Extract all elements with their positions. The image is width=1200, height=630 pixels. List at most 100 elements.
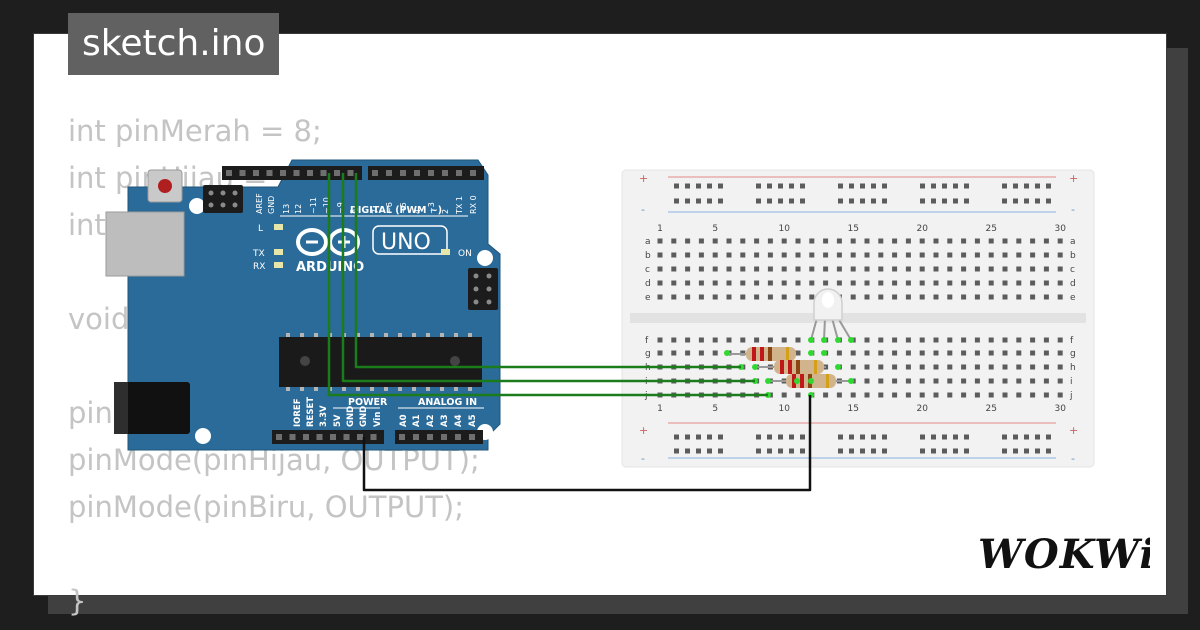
breadboard-hole[interactable]: [1057, 252, 1063, 258]
breadboard-hole[interactable]: [1043, 266, 1049, 272]
breadboard-hole[interactable]: [947, 364, 953, 370]
breadboard-hole[interactable]: [685, 266, 691, 272]
rail-hole[interactable]: [860, 434, 865, 440]
breadboard-hole[interactable]: [919, 392, 925, 398]
rail-hole[interactable]: [707, 183, 712, 189]
header-pin[interactable]: [293, 170, 300, 176]
breadboard-hole[interactable]: [836, 252, 842, 258]
breadboard-hole[interactable]: [795, 280, 801, 286]
breadboard-hole[interactable]: [671, 294, 677, 300]
header-pin[interactable]: [303, 434, 309, 440]
breadboard-hole[interactable]: [1030, 294, 1036, 300]
breadboard-hole[interactable]: [974, 364, 980, 370]
breadboard-hole[interactable]: [836, 392, 842, 398]
rail-hole[interactable]: [920, 434, 925, 440]
rail-hole[interactable]: [674, 198, 679, 204]
breadboard-hole[interactable]: [905, 252, 911, 258]
breadboard-hole[interactable]: [1043, 280, 1049, 286]
header-pin[interactable]: [320, 170, 327, 176]
breadboard-hole[interactable]: [974, 378, 980, 384]
header-pin[interactable]: [470, 170, 476, 176]
breadboard-hole[interactable]: [933, 252, 939, 258]
breadboard-hole[interactable]: [988, 392, 994, 398]
header-pin[interactable]: [427, 434, 433, 440]
rail-hole[interactable]: [849, 434, 854, 440]
breadboard-hole[interactable]: [919, 280, 925, 286]
rail-hole[interactable]: [1024, 434, 1029, 440]
breadboard-hole[interactable]: [1016, 294, 1022, 300]
header-pin[interactable]: [456, 170, 462, 176]
rail-hole[interactable]: [920, 448, 925, 454]
breadboard-hole[interactable]: [905, 378, 911, 384]
header-pin[interactable]: [441, 434, 447, 440]
breadboard-hole[interactable]: [698, 266, 704, 272]
breadboard-hole[interactable]: [947, 238, 953, 244]
rail-hole[interactable]: [1024, 198, 1029, 204]
breadboard-hole[interactable]: [850, 252, 856, 258]
rail-hole[interactable]: [685, 198, 690, 204]
rail-hole[interactable]: [718, 183, 723, 189]
breadboard-hole[interactable]: [726, 280, 732, 286]
breadboard-hole[interactable]: [685, 350, 691, 356]
breadboard-hole[interactable]: [726, 252, 732, 258]
breadboard-hole[interactable]: [988, 238, 994, 244]
breadboard-hole[interactable]: [1043, 350, 1049, 356]
breadboard-hole[interactable]: [698, 350, 704, 356]
breadboard-hole[interactable]: [1043, 252, 1049, 258]
header-pin[interactable]: [289, 434, 296, 440]
rail-hole[interactable]: [800, 448, 805, 454]
breadboard-hole[interactable]: [1057, 378, 1063, 384]
breadboard-hole[interactable]: [823, 238, 829, 244]
breadboard-hole[interactable]: [961, 266, 967, 272]
breadboard-hole[interactable]: [781, 238, 787, 244]
breadboard-hole[interactable]: [740, 266, 746, 272]
breadboard-hole[interactable]: [947, 252, 953, 258]
breadboard-hole[interactable]: [1057, 350, 1063, 356]
breadboard-hole[interactable]: [974, 294, 980, 300]
breadboard-hole[interactable]: [864, 392, 870, 398]
rail-hole[interactable]: [696, 183, 701, 189]
breadboard-hole[interactable]: [1057, 392, 1063, 398]
breadboard-hole[interactable]: [864, 364, 870, 370]
breadboard-hole[interactable]: [836, 350, 842, 356]
rail-hole[interactable]: [1024, 448, 1029, 454]
rail-hole[interactable]: [964, 183, 969, 189]
rail-hole[interactable]: [696, 434, 701, 440]
breadboard-hole[interactable]: [850, 266, 856, 272]
breadboard-hole[interactable]: [1016, 266, 1022, 272]
breadboard-hole[interactable]: [685, 238, 691, 244]
breadboard-hole[interactable]: [781, 266, 787, 272]
breadboard-hole[interactable]: [767, 280, 773, 286]
header-pin[interactable]: [428, 170, 434, 176]
breadboard-hole[interactable]: [781, 337, 787, 343]
breadboard-hole[interactable]: [850, 294, 856, 300]
wire-pin8[interactable]: [354, 173, 741, 369]
resistor-red[interactable]: [725, 347, 796, 361]
breadboard-hole[interactable]: [795, 350, 801, 356]
breadboard-hole[interactable]: [809, 294, 815, 300]
breadboard-hole[interactable]: [905, 266, 911, 272]
breadboard-hole[interactable]: [988, 364, 994, 370]
breadboard-hole[interactable]: [933, 266, 939, 272]
rail-hole[interactable]: [920, 198, 925, 204]
breadboard-hole[interactable]: [961, 294, 967, 300]
header-pin[interactable]: [386, 170, 392, 176]
header-pin[interactable]: [253, 170, 259, 176]
breadboard-hole[interactable]: [1016, 238, 1022, 244]
rail-hole[interactable]: [767, 198, 772, 204]
rail-hole[interactable]: [871, 198, 876, 204]
breadboard-hole[interactable]: [754, 294, 760, 300]
rail-hole[interactable]: [931, 434, 936, 440]
breadboard-hole[interactable]: [988, 337, 994, 343]
breadboard-hole[interactable]: [795, 294, 801, 300]
breadboard-hole[interactable]: [809, 280, 815, 286]
breadboard-hole[interactable]: [740, 252, 746, 258]
breadboard-hole[interactable]: [712, 350, 718, 356]
rail-hole[interactable]: [882, 183, 887, 189]
breadboard-hole[interactable]: [850, 350, 856, 356]
breadboard-hole[interactable]: [905, 238, 911, 244]
breadboard-hole[interactable]: [878, 238, 884, 244]
rail-hole[interactable]: [674, 434, 679, 440]
breadboard-hole[interactable]: [947, 337, 953, 343]
